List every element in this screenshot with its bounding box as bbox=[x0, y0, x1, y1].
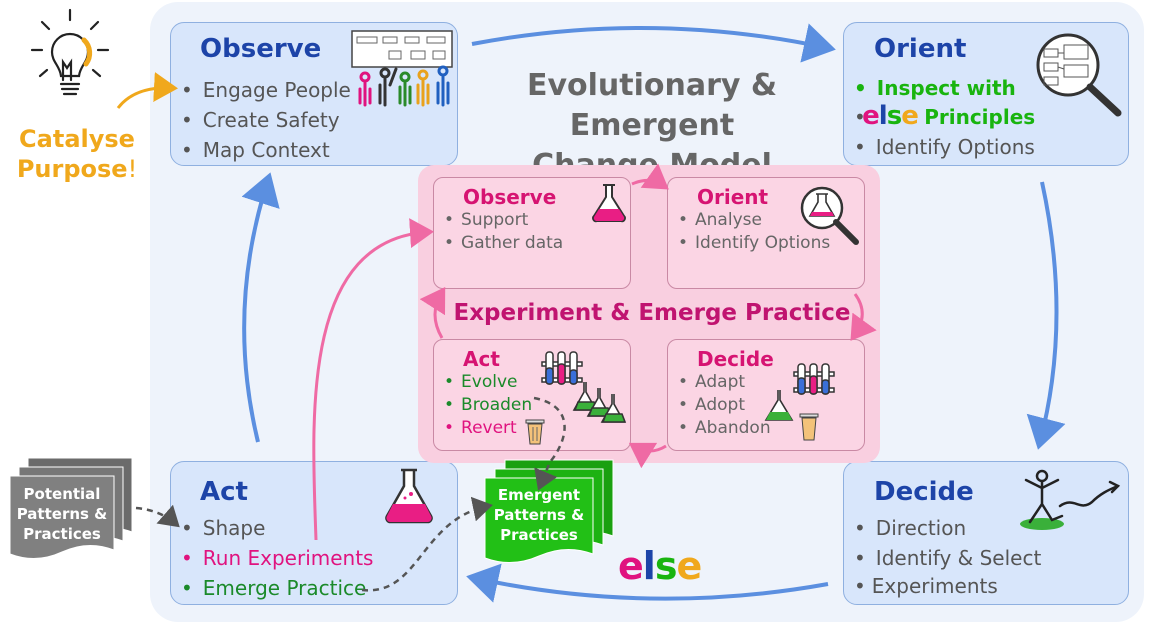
inner-orient-box: Orient Analyse Identify Options bbox=[667, 177, 865, 289]
inner-observe-box: Observe Support Gather data bbox=[433, 177, 631, 289]
flask-icon bbox=[385, 468, 433, 524]
else-logo: else bbox=[618, 544, 702, 588]
outer-orient-box: Orient Inspect with else Principles Iden… bbox=[843, 22, 1129, 166]
flask-icon bbox=[592, 184, 626, 223]
inner-orient-item: Analyse bbox=[678, 209, 830, 232]
catalyse-mark: ! bbox=[127, 155, 138, 183]
main-title-line1: Evolutionary & Emergent bbox=[526, 68, 778, 143]
outer-decide-item: Direction bbox=[854, 513, 1041, 543]
inner-observe-list: Support Gather data bbox=[444, 209, 563, 255]
emergent-doc-line: Practices bbox=[500, 526, 578, 544]
inner-observe-item: Support bbox=[444, 209, 563, 232]
potential-doc-line: Potential bbox=[23, 485, 101, 503]
trash-can-icon bbox=[525, 419, 545, 445]
inner-decide-item: Abandon bbox=[678, 417, 771, 440]
outer-decide-item: Identify & Select bbox=[854, 543, 1042, 573]
inner-decide-title: Decide bbox=[697, 347, 774, 371]
outer-decide-list: Direction Identify & Select Experiments bbox=[854, 513, 1042, 599]
direction-runner-icon bbox=[1020, 469, 1121, 530]
inner-act-item-revert: Revert bbox=[444, 417, 532, 440]
inner-decide-list: Adapt Adopt Abandon bbox=[678, 371, 771, 440]
potential-doc-line: Practices bbox=[23, 525, 101, 543]
people-board-icon bbox=[351, 30, 453, 107]
catalyse-line2: Purpose bbox=[16, 155, 128, 183]
outer-act-item-emerge-practice: Emerge Practice bbox=[181, 573, 373, 603]
inner-decide-item: Adapt bbox=[678, 371, 771, 394]
outer-decide-box: Decide Direction Identify & Select Exper… bbox=[843, 461, 1129, 605]
inner-orient-list: Analyse Identify Options bbox=[678, 209, 830, 255]
inner-orient-title: Orient bbox=[697, 185, 769, 209]
potential-doc-line: Patterns & bbox=[16, 505, 108, 523]
outer-decide-title: Decide bbox=[874, 477, 974, 507]
outer-act-title: Act bbox=[200, 477, 248, 507]
inner-act-item-evolve: Evolve bbox=[444, 371, 532, 394]
outer-decide-item: Experiments bbox=[871, 574, 998, 598]
inner-observe-item: Gather data bbox=[444, 232, 563, 255]
outer-orient-item: Identify Options bbox=[854, 132, 1035, 162]
magnifier-icon bbox=[1036, 33, 1122, 117]
inner-act-title: Act bbox=[463, 347, 500, 371]
inner-observe-title: Observe bbox=[463, 185, 557, 209]
magnifier-flask-icon bbox=[800, 186, 859, 245]
emergent-doc-line: Emergent bbox=[497, 486, 581, 504]
outer-orient-title: Orient bbox=[874, 34, 967, 64]
catalyse-purpose-label: Catalyse Purpose! bbox=[16, 124, 138, 184]
outer-observe-list: Engage People Create Safety Map Context bbox=[181, 75, 351, 165]
emergent-doc-label: Emergent Patterns & Practices bbox=[485, 485, 593, 545]
outer-act-item-run-experiments: Run Experiments bbox=[181, 543, 374, 573]
outer-observe-item: Create Safety bbox=[181, 105, 351, 135]
outer-act-list: Shape Run Experiments Emerge Practice bbox=[181, 513, 374, 603]
outer-orient-item-inspect: Inspect with bbox=[876, 76, 1016, 100]
inner-decide-item: Adopt bbox=[678, 394, 771, 417]
test-tubes-flasks-icon bbox=[541, 351, 627, 423]
outer-observe-title: Observe bbox=[200, 34, 322, 64]
potential-doc-label: Potential Patterns & Practices bbox=[10, 484, 114, 544]
inner-act-list: Evolve Broaden Revert bbox=[444, 371, 532, 440]
catalyse-line1: Catalyse bbox=[19, 125, 135, 153]
decide-lab-icon bbox=[764, 363, 835, 441]
inner-orient-item: Identify Options bbox=[678, 232, 830, 255]
outer-orient-list: Inspect with else Principles Identify Op… bbox=[854, 75, 1035, 162]
inner-act-item-broaden: Broaden bbox=[444, 394, 532, 417]
outer-act-item-shape: Shape bbox=[181, 513, 373, 543]
outer-act-box: Act Shape Run Experiments Emerge Practic… bbox=[170, 461, 458, 605]
outer-orient-item-principles: Principles bbox=[924, 105, 1036, 129]
outer-observe-item: Engage People bbox=[181, 75, 351, 105]
outer-observe-box: Observe Engage People Create Safety Map … bbox=[170, 22, 458, 166]
inner-act-box: Act Evolve Broaden Revert bbox=[433, 339, 631, 451]
outer-observe-item: Map Context bbox=[181, 135, 351, 165]
else-logo-small: else bbox=[862, 101, 919, 131]
emergent-doc-line: Patterns & bbox=[493, 506, 585, 524]
inner-decide-box: Decide Adapt Adopt Abandon bbox=[667, 339, 865, 451]
center-title: Experiment & Emerge Practice bbox=[453, 300, 851, 326]
